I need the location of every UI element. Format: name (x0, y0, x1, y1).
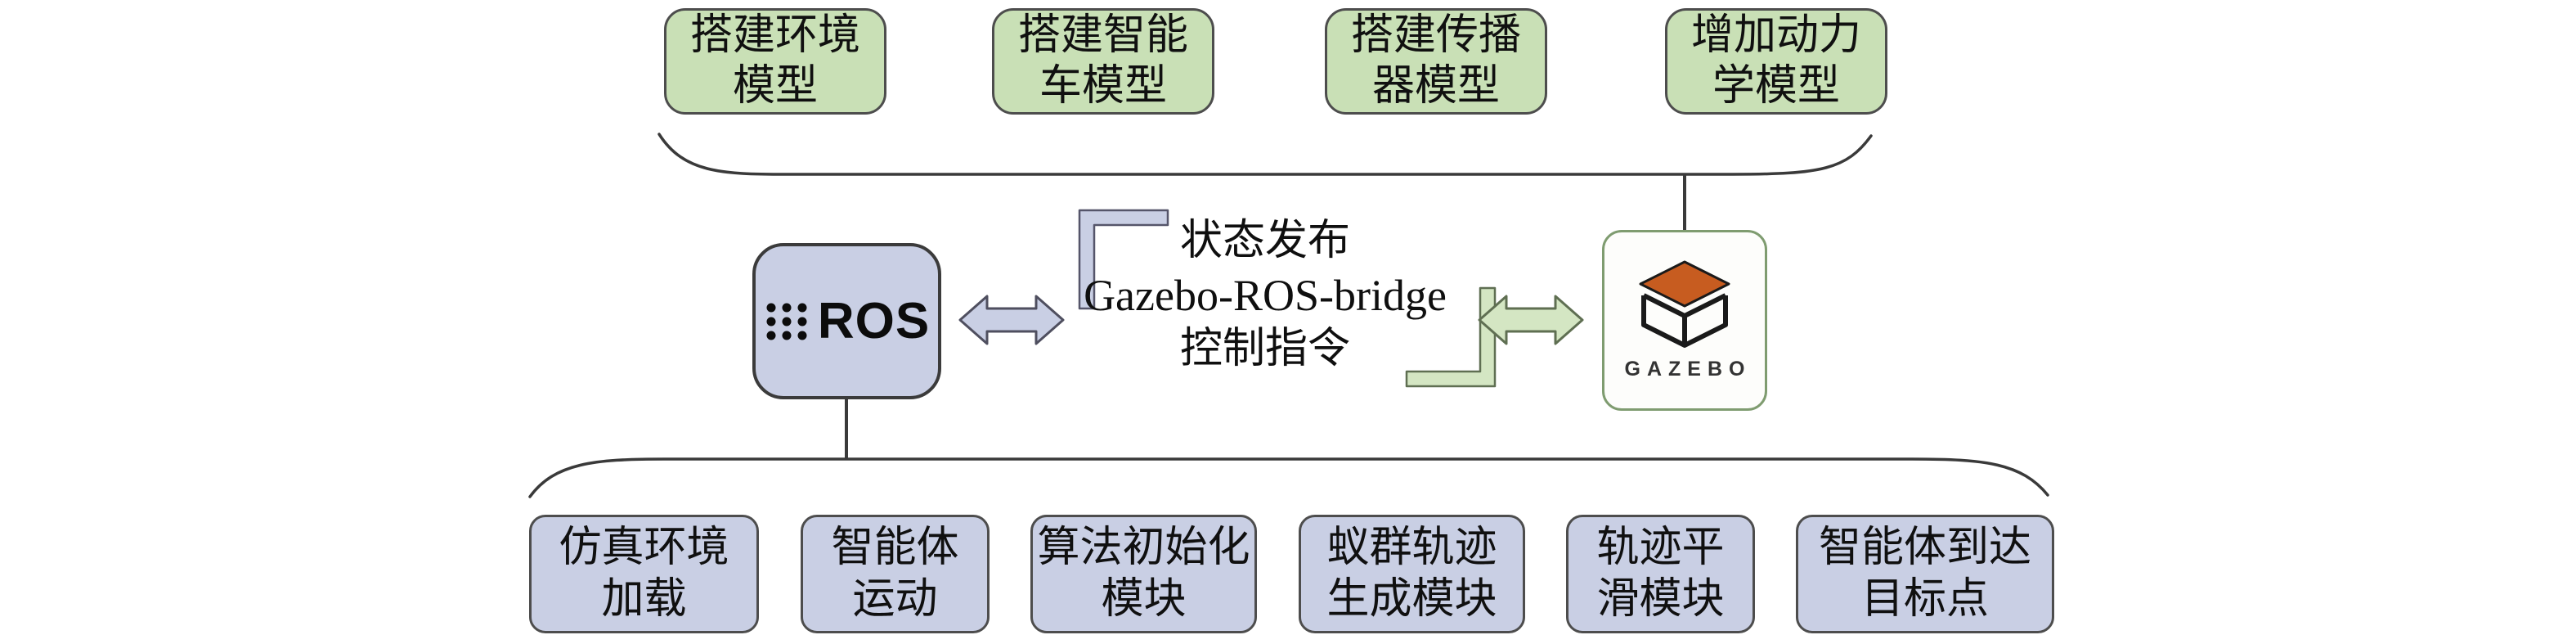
bottom-brace-curve (528, 457, 2049, 498)
bridge-name-label: Gazebo-ROS-bridge (1084, 271, 1447, 320)
gazebo-node-box: GAZEBO (1602, 230, 1767, 411)
top-box-environment-model-label: 搭建环境 模型 (689, 11, 860, 110)
top-box-dynamics-model: 增加动力 学模型 (1665, 8, 1887, 115)
top-brace-curve (657, 133, 1873, 176)
upper-left-corner-bracket-icon (1078, 209, 1169, 310)
gazebo-label: GAZEBO (1624, 358, 1752, 381)
bridge-text-block: 状态发布 Gazebo-ROS-bridge 控制指令 (1061, 214, 1470, 376)
top-box-propagator-model: 搭建传播 器模型 (1325, 8, 1547, 115)
bottom-box-agent-motion: 智能体 运动 (801, 515, 990, 633)
bottom-box-ant-colony-trajectory: 蚁群轨迹 生成模块 (1299, 515, 1525, 633)
top-box-smart-vehicle-model-label: 搭建智能 车模型 (1017, 11, 1188, 110)
top-box-propagator-model-label: 搭建传播 器模型 (1350, 11, 1521, 110)
top-box-dynamics-model-label: 增加动力 学模型 (1690, 11, 1861, 110)
gazebo-logo-icon (1639, 260, 1730, 348)
ros-bridge-double-arrow-icon (958, 295, 1065, 345)
ros-node-box: ROS (752, 243, 941, 399)
bottom-box-agent-reach-goal-label: 智能体到达 目标点 (1818, 525, 2031, 623)
ros-label: ROS (817, 293, 931, 349)
bottom-box-agent-motion-label: 智能体 运动 (831, 525, 959, 623)
bottom-box-sim-env-load: 仿真环境 加载 (529, 515, 759, 633)
bottom-box-algorithm-init-label: 算法初始化 模块 (1037, 525, 1250, 623)
bridge-control-command-label: 控制指令 (1179, 326, 1350, 372)
bridge-status-publish-label: 状态发布 (1179, 218, 1350, 264)
top-box-smart-vehicle-model: 搭建智能 车模型 (992, 8, 1214, 115)
bottom-box-sim-env-load-label: 仿真环境 加载 (559, 525, 729, 623)
bridge-gazebo-double-arrow-icon (1478, 295, 1584, 345)
bottom-box-ant-colony-trajectory-label: 蚁群轨迹 生成模块 (1326, 525, 1497, 623)
bottom-box-trajectory-smoothing: 轨迹平 滑模块 (1566, 515, 1755, 633)
bottom-box-algorithm-init: 算法初始化 模块 (1030, 515, 1257, 633)
top-box-environment-model: 搭建环境 模型 (664, 8, 886, 115)
bottom-box-trajectory-smoothing-label: 轨迹平 滑模块 (1596, 525, 1725, 623)
lower-right-corner-bracket-icon (1405, 286, 1497, 388)
bottom-box-agent-reach-goal: 智能体到达 目标点 (1796, 515, 2054, 633)
ros-dots-icon (766, 303, 807, 340)
